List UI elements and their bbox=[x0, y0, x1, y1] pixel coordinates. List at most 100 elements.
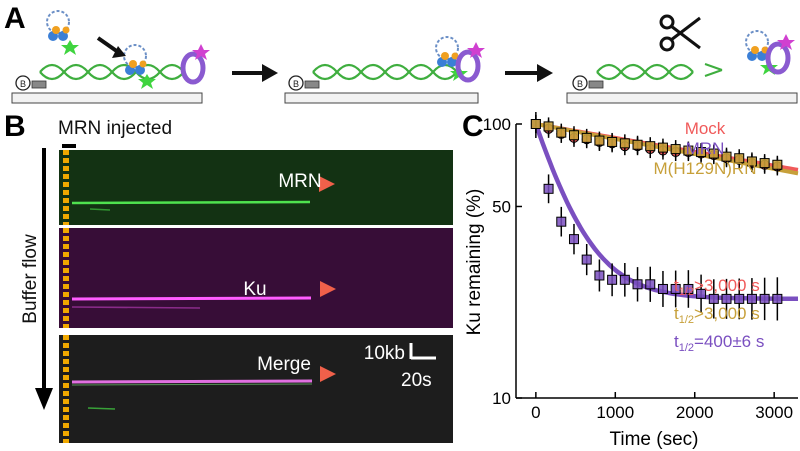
kymograph-mrn: MRN bbox=[59, 150, 453, 225]
merge-trace bbox=[71, 379, 313, 384]
x-tick-label: 2000 bbox=[676, 403, 714, 422]
data-point-2 bbox=[746, 152, 757, 171]
y-tick-label: 10 bbox=[492, 389, 511, 408]
halflife-annotation-mrn: t1/2=400±6 s bbox=[674, 332, 764, 354]
data-point-2 bbox=[594, 131, 605, 150]
data-point-1 bbox=[759, 277, 770, 321]
panel-c-letter: C bbox=[462, 110, 484, 143]
scissors-icon bbox=[659, 14, 701, 52]
dissociation-marker-icon bbox=[320, 366, 336, 382]
data-point-2 bbox=[772, 155, 783, 174]
data-point-2 bbox=[632, 135, 643, 154]
ku-ring-icon bbox=[183, 44, 210, 82]
data-point-1 bbox=[594, 259, 605, 292]
y-tick-label: 50 bbox=[492, 197, 511, 216]
y-axis-label: Ku remaining (%) bbox=[464, 189, 485, 336]
x-tick-label: 3000 bbox=[755, 403, 793, 422]
data-point-2 bbox=[645, 137, 656, 156]
panel-a-letter: A bbox=[4, 2, 26, 35]
data-point-1 bbox=[556, 206, 567, 237]
x-tick-label: 0 bbox=[531, 403, 540, 422]
legend-mock: Mock bbox=[685, 119, 726, 138]
channel-label-ku: Ku bbox=[243, 279, 266, 300]
stage-1-diagram: B bbox=[11, 10, 210, 104]
halflife-annotation-mock: t1/2>3,000 s bbox=[674, 276, 760, 298]
data-point-1 bbox=[696, 274, 707, 314]
data-point-2 bbox=[657, 138, 668, 157]
data-point-1 bbox=[721, 278, 732, 319]
ku-ring-icon bbox=[458, 42, 485, 80]
stage-2-diagram: B bbox=[284, 36, 485, 104]
data-point-2 bbox=[734, 149, 745, 168]
data-point-2 bbox=[581, 128, 592, 147]
data-point-2 bbox=[530, 115, 541, 133]
data-point-1 bbox=[772, 277, 783, 321]
kymograph-figure: Buffer flow MRN Ku Merge 10kb 20s bbox=[20, 144, 453, 443]
mrn-trace bbox=[71, 200, 311, 205]
data-point-2 bbox=[568, 126, 579, 145]
data-point-1 bbox=[645, 266, 656, 302]
data-point-2 bbox=[607, 132, 618, 151]
panel-a-schematic: B B B bbox=[11, 10, 798, 104]
stage-arrow-2 bbox=[505, 64, 553, 82]
right-arrow-icon bbox=[262, 64, 278, 82]
channel-label-mrn: MRN bbox=[278, 171, 321, 192]
data-point-2 bbox=[619, 134, 630, 153]
svg-text:B: B bbox=[20, 79, 26, 89]
injection-marker bbox=[62, 144, 76, 148]
svg-text:B: B bbox=[293, 79, 299, 89]
data-point-1 bbox=[670, 270, 681, 308]
halflife-annotation-mh129nrn: t1/2>3,000 s bbox=[674, 304, 760, 326]
data-point-1 bbox=[632, 267, 643, 302]
x-axis-label: Time (sec) bbox=[609, 429, 698, 450]
buffer-flow-label: Buffer flow bbox=[20, 234, 41, 324]
data-point-2 bbox=[556, 123, 567, 142]
plot-frame bbox=[515, 124, 798, 399]
data-point-1 bbox=[657, 270, 668, 307]
data-point-2 bbox=[683, 141, 694, 160]
ku-ring-icon bbox=[768, 34, 795, 72]
legend-mh129nrn: M(H129N)RN bbox=[654, 159, 757, 178]
scalebar-time-label: 20s bbox=[401, 370, 432, 391]
y-tick-label: 100 bbox=[483, 115, 511, 134]
arrow-icon bbox=[112, 46, 126, 58]
bound-mrn-complex-icon bbox=[123, 44, 157, 90]
data-point-2 bbox=[708, 144, 719, 163]
mrn-injected-label: MRN injected bbox=[58, 118, 173, 139]
right-arrow-icon bbox=[537, 64, 553, 82]
data-point-1 bbox=[708, 279, 719, 319]
bound-mrn-complex-icon bbox=[435, 36, 469, 82]
data-point-1 bbox=[543, 174, 554, 204]
biotin-anchor-icon bbox=[288, 75, 304, 91]
data-point-1 bbox=[683, 270, 694, 308]
legend-mrn: MRN bbox=[686, 139, 725, 158]
free-mrn-complex-icon bbox=[46, 10, 80, 56]
buffer-flow-arrow bbox=[35, 148, 53, 410]
data-point-1 bbox=[734, 278, 745, 320]
data-point-1 bbox=[607, 263, 618, 297]
data-points bbox=[530, 112, 783, 321]
data-point-2 bbox=[543, 117, 554, 136]
x-tick-label: 1000 bbox=[596, 403, 634, 422]
data-point-2 bbox=[670, 140, 681, 159]
ku-trace bbox=[71, 296, 312, 301]
scale-bar bbox=[409, 343, 436, 360]
data-point-1 bbox=[568, 223, 579, 255]
down-arrow-icon bbox=[35, 388, 53, 410]
panel-b-letter: B bbox=[4, 110, 26, 143]
data-point-1 bbox=[619, 263, 630, 297]
data-point-2 bbox=[696, 143, 707, 162]
data-point-2 bbox=[759, 154, 770, 173]
scalebar-length-label: 10kb bbox=[364, 343, 405, 364]
data-point-2 bbox=[721, 147, 732, 166]
dissociation-marker-icon bbox=[320, 281, 336, 297]
kymograph-ku: Ku bbox=[59, 228, 453, 328]
biotin-anchor-icon bbox=[15, 75, 31, 91]
stage-3-diagram: B bbox=[566, 14, 798, 104]
svg-text:B: B bbox=[577, 79, 583, 89]
stage-arrow-1 bbox=[232, 64, 278, 82]
channel-label-merge: Merge bbox=[257, 354, 311, 375]
kymograph-merge: Merge 10kb 20s bbox=[59, 335, 453, 443]
